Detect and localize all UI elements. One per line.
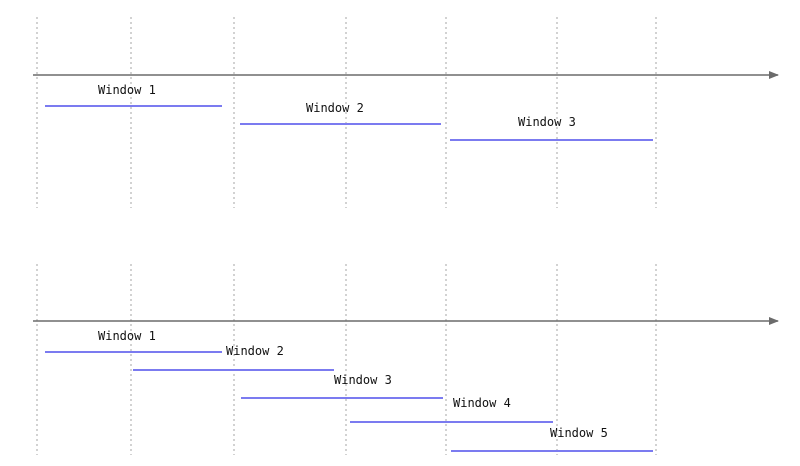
window-label: Window 3: [518, 115, 576, 129]
window-label: Window 2: [226, 344, 284, 358]
window-label: Window 4: [453, 396, 511, 410]
window-label: Window 5: [550, 426, 608, 440]
window-label: Window 3: [334, 373, 392, 387]
window-label: Window 1: [98, 83, 156, 97]
window-label: Window 1: [98, 329, 156, 343]
window-label: Window 2: [306, 101, 364, 115]
